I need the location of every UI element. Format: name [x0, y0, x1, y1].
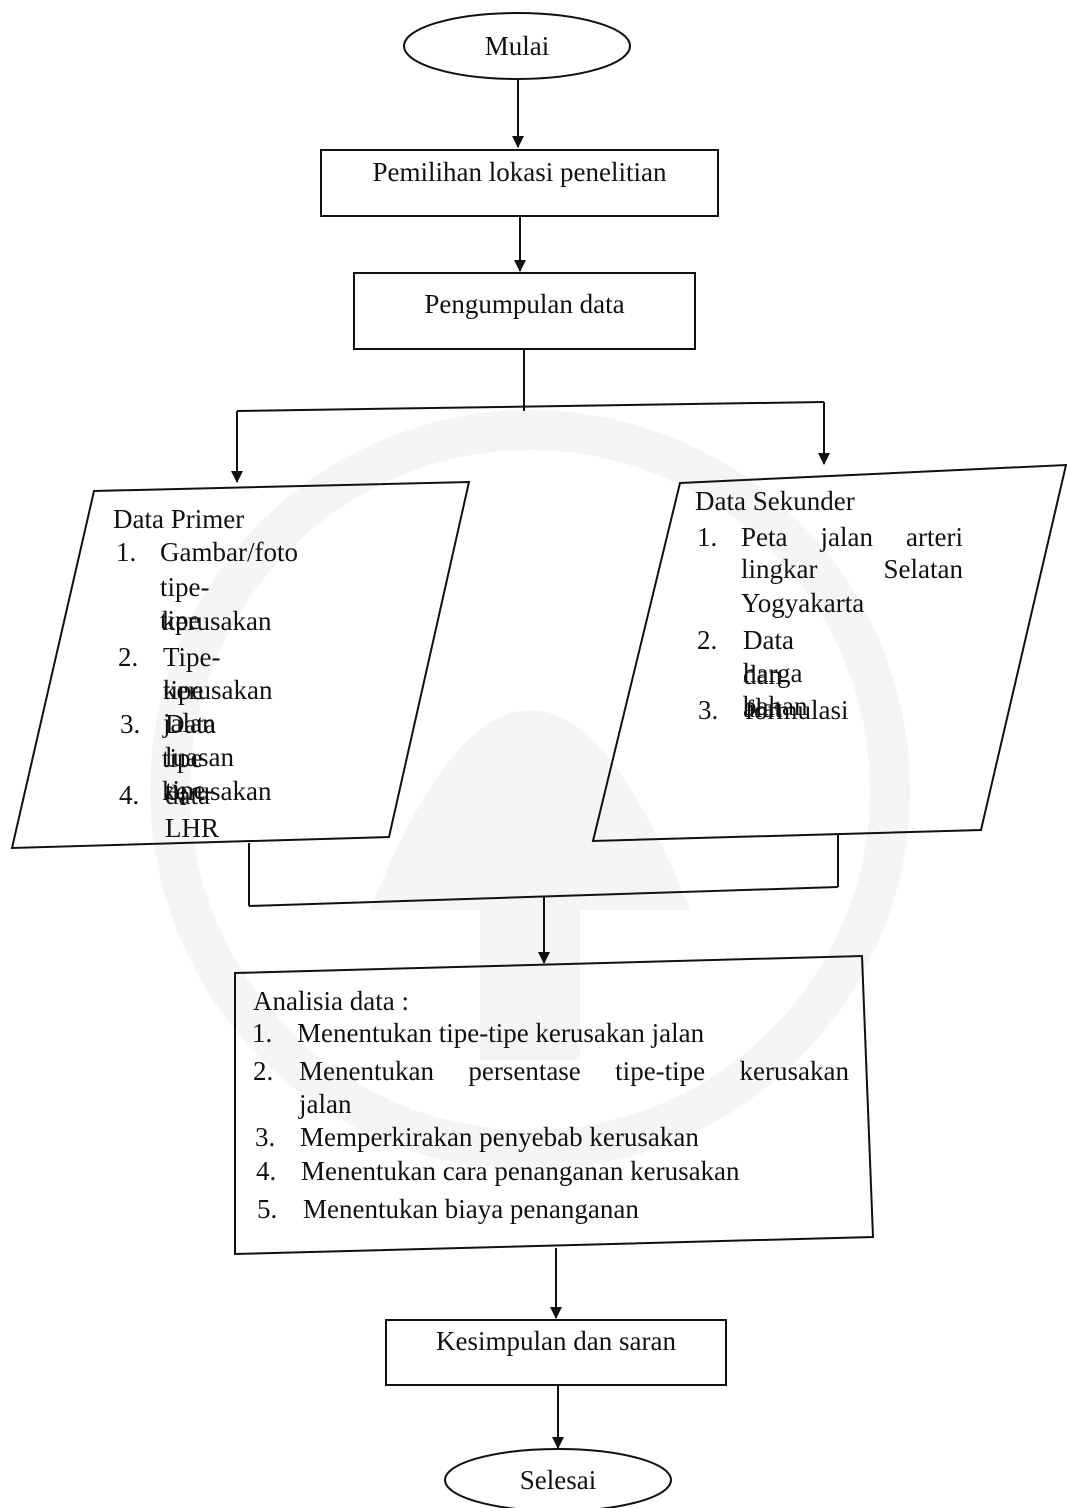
list-number: 2.: [253, 1056, 274, 1086]
secondary-data-parallelogram: [591, 463, 1067, 843]
list-number: 4.: [256, 1156, 277, 1186]
primary-data-parallelogram: [10, 480, 471, 850]
list-line: lingkar Selatan: [741, 554, 963, 584]
list-line: Menentukan tipe-tipe kerusakan jalan: [297, 1018, 705, 1048]
list-number: 3.: [120, 709, 141, 739]
secondary-data-title: Data Sekunder: [695, 486, 855, 516]
list-number: 1.: [252, 1018, 273, 1048]
start-label: Mulai: [484, 31, 550, 61]
end-label: Selesai: [519, 1465, 597, 1495]
list-line: Data harga bahan: [743, 625, 808, 721]
list-line: jalan: [299, 1089, 352, 1119]
step1-label: Pemilihan lokasi penelitian: [372, 157, 667, 187]
list-number: 1.: [697, 522, 718, 552]
connector-merge-bar: [248, 886, 839, 907]
list-line: Memperkirakan penyebab kerusakan: [300, 1122, 699, 1152]
list-line: Peta jalan arteri: [741, 522, 963, 552]
end-terminal: [444, 1448, 672, 1508]
list-line: tipe kerusakan: [162, 743, 272, 806]
list-line: Data luasan tipe-: [165, 709, 234, 805]
list-line: Menentukan cara penanganan kerusakan: [301, 1156, 740, 1186]
list-number: 5.: [257, 1194, 278, 1224]
list-line: tipe-tipe: [160, 572, 210, 635]
list-number: 2.: [118, 642, 139, 672]
primary-data-title: Data Primer: [113, 504, 245, 534]
start-terminal: [403, 12, 631, 80]
list-line: Yogyakarta: [741, 588, 865, 618]
list-line: Gambar/foto: [160, 537, 298, 567]
list-line: dan alat: [743, 660, 782, 723]
list-line: kerusakan jalan: [163, 675, 273, 738]
list-line: Menentukan biaya penanganan: [303, 1194, 639, 1224]
list-number: 3.: [255, 1122, 276, 1152]
analysis-box: [234, 954, 875, 1256]
list-line: formulasi: [745, 695, 849, 725]
list-line: kerusakan: [162, 606, 272, 636]
step4-label: Kesimpulan dan saran: [436, 1326, 676, 1356]
list-number: 2.: [697, 625, 718, 655]
list-line: Tipe-tipe: [163, 642, 221, 705]
list-line: Menentukan persentase tipe-tipe kerusaka…: [299, 1056, 849, 1086]
list-line: data LHR: [165, 780, 219, 843]
analysis-title: Analisia data :: [253, 986, 409, 1016]
connector-split-bar: [236, 401, 825, 412]
list-number: 1.: [116, 537, 137, 567]
step2-label: Pengumpulan data: [424, 289, 625, 319]
list-number: 3.: [698, 695, 719, 725]
step4-box: [385, 1319, 727, 1386]
list-number: 4.: [119, 780, 140, 810]
